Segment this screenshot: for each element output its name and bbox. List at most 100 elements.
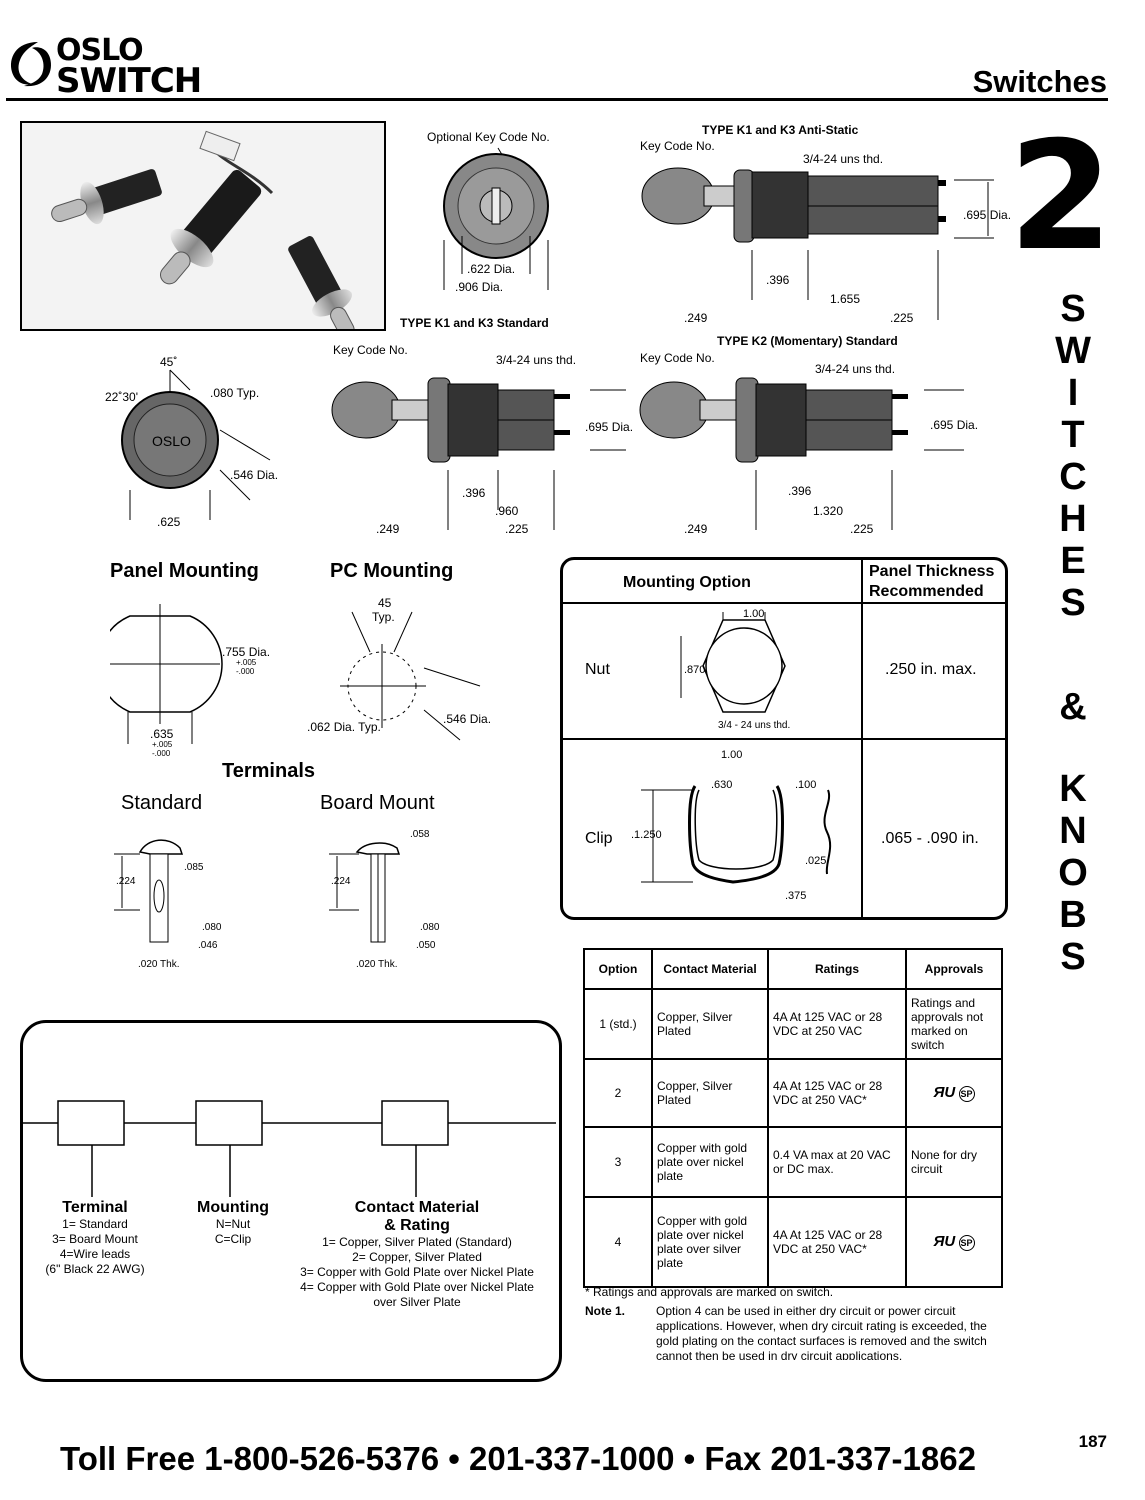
clip-375: .375 bbox=[785, 890, 807, 902]
terminal-legend-title: Terminal bbox=[62, 1199, 128, 1216]
std-thk: .020 Thk. bbox=[138, 959, 180, 970]
logo-swoosh-icon bbox=[11, 42, 51, 87]
nut-drawing bbox=[680, 612, 786, 713]
contact-option: 1= Copper, Silver Plated (Standard) bbox=[322, 1235, 512, 1249]
k2-1320: 1.320 bbox=[813, 504, 844, 518]
k1k3-dia: .695 Dia. bbox=[585, 420, 634, 434]
k2-key-code: Key Code No. bbox=[640, 351, 715, 365]
k2-dia: .695 Dia. bbox=[930, 418, 979, 432]
terminal-legend: Terminal 1= Standard 3= Board Mount 4=Wi… bbox=[43, 1199, 147, 1277]
header-option: Option bbox=[583, 948, 653, 990]
rear-view-drawing bbox=[121, 369, 271, 520]
pc-mounting-title: PC Mounting bbox=[330, 560, 454, 582]
page-number: 187 bbox=[1078, 1432, 1107, 1451]
bm-050: .050 bbox=[416, 940, 436, 951]
bm-224: .224 bbox=[331, 876, 351, 887]
panel-cutout-drawing bbox=[110, 604, 223, 744]
clip-100: 1.00 bbox=[721, 749, 743, 761]
k1k3-thread: 3/4-24 uns thd. bbox=[496, 353, 577, 367]
clip-630: .630 bbox=[711, 779, 733, 791]
k1k3-side-drawing bbox=[331, 377, 626, 530]
bm-080: .080 bbox=[420, 922, 440, 933]
row-rating: 4A At 125 VAC or 28 VDC at 250 VAC* bbox=[767, 1058, 907, 1128]
contact-option: over Silver Plate bbox=[373, 1295, 461, 1309]
mounting-legend-title: Mounting bbox=[197, 1199, 269, 1216]
header-rule bbox=[6, 98, 1108, 101]
logo-line1: OSLO bbox=[56, 33, 144, 68]
antistatic-key-code: Key Code No. bbox=[640, 139, 715, 153]
panel-dia: .755 Dia. bbox=[222, 645, 271, 659]
ratings-header-row: Option Contact Material Ratings Approval… bbox=[583, 948, 1003, 990]
side-title-letter: H bbox=[1059, 498, 1087, 540]
table-row: 4 Copper with gold plate over nickel pla… bbox=[583, 1196, 1003, 1288]
k2-396: .396 bbox=[788, 484, 812, 498]
side-title-letter: & bbox=[1059, 686, 1087, 728]
contact-legend-title-1: Contact Material bbox=[354, 1199, 480, 1216]
k1k3-249: .249 bbox=[376, 522, 400, 536]
table-divider bbox=[563, 602, 1005, 604]
mounting-option-item: C=Clip bbox=[214, 1232, 252, 1246]
oslo-switch-logo: OSLO SWITCH bbox=[6, 34, 206, 100]
dim-906: .906 Dia. bbox=[455, 280, 504, 294]
ul-csa-approval-icon: ЯU SP bbox=[905, 1058, 1003, 1128]
side-title-letter: C bbox=[1059, 456, 1087, 498]
panel-thickness-header-1: Panel Thickness bbox=[869, 563, 995, 580]
terminal-standard-label: Standard bbox=[121, 792, 203, 814]
side-title-letter: W bbox=[1055, 330, 1091, 372]
board-terminal-drawing bbox=[329, 842, 401, 943]
clip-option: Clip bbox=[585, 830, 613, 847]
contact-option: 3= Copper with Gold Plate over Nickel Pl… bbox=[300, 1265, 534, 1279]
terminal-option: (6" Black 22 AWG) bbox=[45, 1262, 145, 1276]
panel-dia-tol-plus: +.005 bbox=[236, 658, 257, 667]
table-divider bbox=[563, 738, 1005, 740]
side-title-letter: E bbox=[1060, 540, 1086, 582]
row-rating: 4A At 125 VAC or 28 VDC at 250 VAC bbox=[767, 988, 907, 1060]
mounting-option-item: N=Nut bbox=[215, 1217, 251, 1231]
clip-drawing bbox=[641, 785, 832, 884]
row-approvals: None for dry circuit bbox=[905, 1126, 1003, 1198]
panel-width: .635 bbox=[150, 727, 174, 741]
std-224: .224 bbox=[116, 876, 136, 887]
side-title-letter: S bbox=[1060, 936, 1086, 978]
k1k3-396: .396 bbox=[462, 486, 486, 500]
header-ratings: Ratings bbox=[767, 948, 907, 990]
front-view-drawing bbox=[443, 147, 549, 290]
note-label: Note 1. bbox=[585, 1304, 626, 1318]
antistatic-dia: .695 Dia. bbox=[963, 208, 1012, 222]
terminal-option: 1= Standard bbox=[62, 1217, 128, 1231]
row-approvals: Ratings and approvals not marked on swit… bbox=[905, 988, 1003, 1060]
row-material: Copper with gold plate over nickel plate bbox=[651, 1126, 769, 1198]
antistatic-1655: 1.655 bbox=[830, 292, 861, 306]
antistatic-side-drawing bbox=[641, 167, 994, 320]
rear-546: .546 Dia. bbox=[230, 468, 279, 482]
row-material: Copper with gold plate over nickel plate… bbox=[651, 1196, 769, 1288]
row-option: 1 (std.) bbox=[583, 988, 653, 1060]
panel-dia-tol-minus: -.000 bbox=[236, 667, 255, 676]
pc-hole: .062 Dia. Typ. bbox=[307, 720, 381, 734]
side-title-letter: S bbox=[1060, 288, 1086, 330]
side-title-letter: K bbox=[1059, 768, 1087, 810]
pc-angle: 45 bbox=[378, 596, 392, 610]
side-title-letter: B bbox=[1059, 894, 1087, 936]
rear-2230: 22˚30' bbox=[105, 390, 138, 404]
row-option: 3 bbox=[583, 1126, 653, 1198]
antistatic-title: TYPE K1 and K3 Anti-Static bbox=[702, 123, 859, 137]
keyswitch-photo-illustration bbox=[22, 123, 384, 329]
rear-080: .080 Typ. bbox=[210, 386, 260, 400]
optional-key-code-label: Optional Key Code No. bbox=[427, 130, 550, 144]
nut-870: .870 bbox=[684, 664, 706, 676]
header-approvals: Approvals bbox=[905, 948, 1003, 990]
clip-thickness: .065 - .090 in. bbox=[881, 830, 979, 847]
ordering-code-box: Terminal 1= Standard 3= Board Mount 4=Wi… bbox=[20, 1020, 562, 1382]
side-title-letter: O bbox=[1058, 852, 1088, 894]
contact-option: 2= Copper, Silver Plated bbox=[352, 1250, 482, 1264]
product-photo bbox=[20, 121, 386, 331]
bm-058: .058 bbox=[410, 829, 430, 840]
dim-622: .622 Dia. bbox=[467, 262, 516, 276]
row-rating: 0.4 VA max at 20 VAC or DC max. bbox=[767, 1126, 907, 1198]
side-title-letter: T bbox=[1061, 414, 1085, 456]
rear-625: .625 bbox=[157, 515, 181, 529]
ratings-table: Option Contact Material Ratings Approval… bbox=[583, 948, 1003, 1288]
footer-contact: Toll Free 1-800-526-5376 • 201-337-1000 … bbox=[60, 1440, 976, 1477]
std-046: .046 bbox=[198, 940, 218, 951]
